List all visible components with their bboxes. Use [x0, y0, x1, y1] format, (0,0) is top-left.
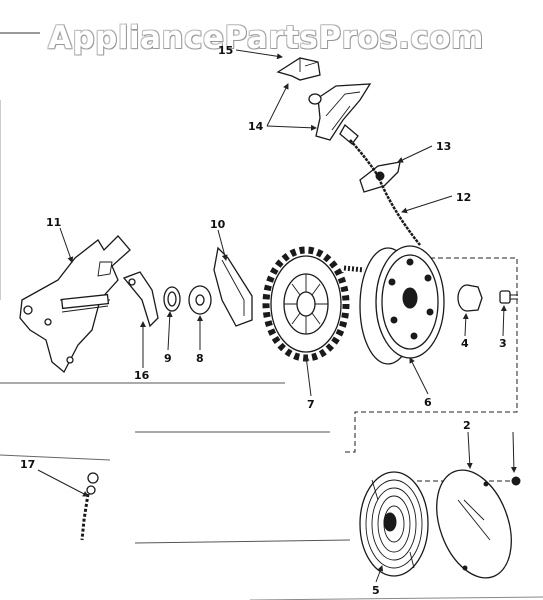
label-3: 3 [499, 337, 507, 350]
part-10-spring [213, 246, 253, 327]
part-9-retainer [163, 286, 181, 312]
part-7-gear [262, 246, 350, 362]
label-6: 6 [424, 396, 432, 409]
label-4: 4 [461, 337, 469, 350]
watermark: AppliancePartsPros.com [48, 20, 484, 56]
part-13-rope-guide [359, 161, 401, 193]
label-10: 10 [210, 218, 226, 231]
part-12-starter-rope [349, 139, 421, 246]
part-16-pawl [122, 271, 159, 328]
label-2: 2 [463, 419, 471, 432]
label-14: 14 [248, 120, 264, 133]
part-3-screw [499, 290, 518, 304]
label-8: 8 [196, 352, 204, 365]
part-2-cover-plate [436, 469, 512, 579]
part-4-collar [457, 284, 483, 312]
label-9: 9 [164, 352, 172, 365]
part-11-mounting-bracket [19, 235, 131, 374]
scan-artifact-lines [0, 32, 543, 600]
part-15-handle-grip [276, 57, 321, 81]
part-6-pulley [343, 245, 445, 365]
part-2-screw [511, 476, 521, 486]
label-12: 12 [456, 191, 471, 204]
part-5-recoil-spring [359, 471, 429, 577]
leader-lines [37, 49, 517, 583]
label-13: 13 [436, 140, 451, 153]
part-14-rope-handle [308, 83, 372, 145]
label-7: 7 [307, 398, 315, 411]
part-17-cable [80, 472, 99, 541]
part-8-washer [188, 285, 212, 315]
label-15: 15 [218, 44, 233, 57]
label-5: 5 [372, 584, 380, 597]
label-16: 16 [134, 369, 150, 382]
label-11: 11 [46, 216, 61, 229]
label-17: 17 [20, 458, 35, 471]
